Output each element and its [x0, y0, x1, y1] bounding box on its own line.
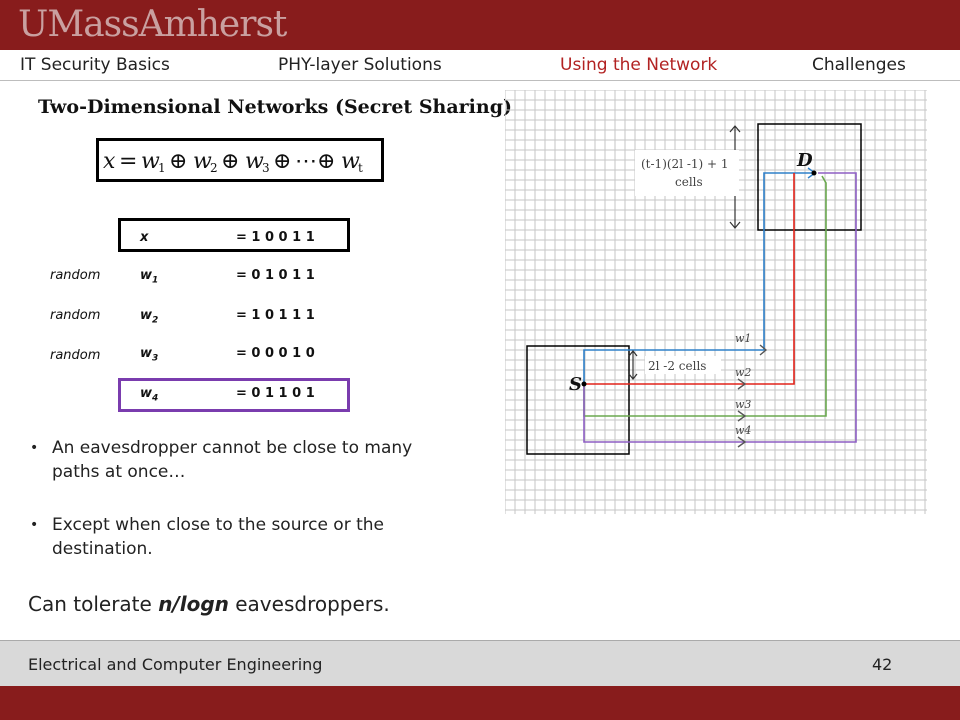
path-w4: [583, 172, 857, 443]
bullet-item-2: • Except when close to the source or the…: [30, 515, 384, 559]
grid-diagram-svg: D S (t-1)(2l -1) + 1 cells 2l -2 cells w…: [504, 89, 927, 514]
formula-op-2: ⊕: [221, 149, 239, 174]
source-region: [526, 345, 630, 455]
formula-term-4: w: [341, 149, 360, 174]
destination-label: D: [796, 150, 813, 171]
formula-sub-3: 3: [262, 161, 270, 175]
random-label-2: random: [50, 308, 101, 323]
slide-title: Two-Dimensional Networks (Secret Sharing…: [38, 96, 512, 118]
bullet-item-1: • An eavesdropper cannot be close to man…: [30, 438, 413, 482]
formula-term-3: w: [245, 149, 264, 174]
destination-dot: [811, 170, 817, 176]
share-value-x: = 1 0 0 1 1: [236, 230, 315, 245]
share-value-w1: = 0 1 0 1 1: [236, 268, 315, 283]
path-label-w2: w2: [735, 366, 751, 379]
footer-department: Electrical and Computer Engineering: [28, 655, 323, 674]
nav-item-challenges[interactable]: Challenges: [812, 55, 906, 75]
path-label-w3: w3: [735, 398, 751, 411]
path-label-w1: w1: [735, 332, 751, 345]
share-name-w1: w1: [140, 268, 159, 286]
formula-sub-1: 1: [158, 161, 166, 175]
grid-network-diagram: D S (t-1)(2l -1) + 1 cells 2l -2 cells w…: [504, 89, 927, 518]
random-label-1: random: [50, 268, 101, 283]
formula-lhs: x: [103, 149, 116, 174]
gap-size-note: 2l -2 cells: [648, 359, 706, 373]
formula-sub-4: t: [358, 161, 363, 175]
destination-region: [757, 123, 862, 231]
bullet-icon: •: [30, 440, 39, 456]
secret-row-box: [118, 218, 350, 252]
path-label-w4: w4: [735, 424, 751, 437]
footer-band: Electrical and Computer Engineering 42: [0, 640, 960, 687]
svg-text:=: =: [119, 149, 137, 174]
bottom-band: [0, 686, 960, 720]
umass-logo: UMassAmherst: [18, 4, 287, 45]
path-w2-arrow: [737, 378, 747, 390]
formula-term-1: w: [141, 149, 160, 174]
conclusion-text: Can tolerate n/logn eavesdroppers.: [28, 592, 390, 616]
formula-op-1: ⊕: [169, 149, 187, 174]
share-value-w4: = 0 1 1 0 1: [236, 386, 315, 401]
grid-lines: [504, 89, 927, 514]
region-size-note-2: cells: [675, 175, 703, 189]
share-name-w2: w2: [140, 308, 159, 326]
bullet-icon: •: [30, 517, 39, 533]
formula-ellipsis: ⋯: [295, 149, 317, 174]
path-w4-arrow: [737, 436, 747, 448]
path-w2: [584, 173, 795, 385]
nav-item-phy-layer-solutions[interactable]: PHY-layer Solutions: [278, 55, 442, 75]
path-w3-arrow: [737, 410, 747, 422]
header-band: UMassAmherst: [0, 0, 960, 50]
formula-op-4: ⊕: [317, 149, 335, 174]
secret-sharing-formula: x = w 1 ⊕ w 2 ⊕ w 3 ⊕ ⋯ ⊕ w t: [96, 138, 384, 182]
nav-item-it-security-basics[interactable]: IT Security Basics: [20, 55, 170, 75]
share-value-w2: = 1 0 1 1 1: [236, 308, 315, 323]
share-name-w3: w3: [140, 346, 159, 364]
random-label-3: random: [50, 348, 101, 363]
share-name-x: x: [140, 230, 149, 245]
last-share-row-box: [118, 378, 350, 412]
nav-item-using-the-network[interactable]: Using the Network: [560, 55, 718, 75]
path-w1-arrow: [759, 344, 768, 356]
path-w1: [583, 172, 814, 384]
formula-sub-2: 2: [210, 161, 218, 175]
source-dot: [581, 381, 587, 387]
formula-op-3: ⊕: [273, 149, 291, 174]
page-number: 42: [872, 655, 893, 674]
source-label: S: [569, 374, 582, 395]
formula-svg: x = w 1 ⊕ w 2 ⊕ w 3 ⊕ ⋯ ⊕ w t: [103, 149, 363, 175]
share-value-w3: = 0 0 0 1 0: [236, 346, 315, 361]
share-name-w4: w4: [140, 386, 159, 404]
region-size-note-1: (t-1)(2l -1) + 1: [641, 157, 729, 171]
formula-term-2: w: [193, 149, 212, 174]
section-nav: IT Security Basics PHY-layer Solutions U…: [0, 50, 960, 81]
